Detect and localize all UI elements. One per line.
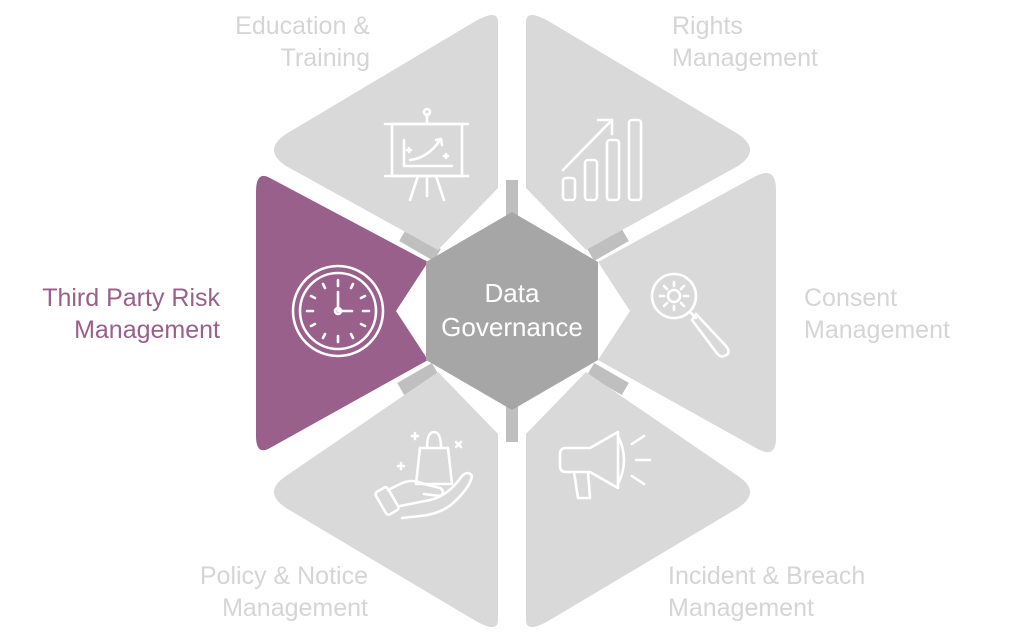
magnifier-gear-icon xyxy=(650,272,730,358)
label-line1: Rights xyxy=(672,12,743,40)
label-policy-notice-management: Policy & Notice Management xyxy=(200,560,368,624)
label-third-party-risk-management: Third Party Risk Management xyxy=(42,282,220,346)
hand-shopping-bag-icon xyxy=(374,430,474,520)
label-line2: Management xyxy=(804,316,950,344)
label-consent-management: Consent Management xyxy=(804,282,950,346)
label-education-training: Education & Training xyxy=(235,10,370,74)
center-title-line2: Governance xyxy=(441,312,583,342)
megaphone-icon xyxy=(558,430,652,500)
label-line2: Training xyxy=(280,44,370,72)
segment-incident-breach-management[interactable] xyxy=(526,372,750,627)
connector-lower-right xyxy=(587,362,629,396)
label-line1: Policy & Notice xyxy=(199,562,368,590)
label-line2: Management xyxy=(74,316,220,344)
segment-policy-notice-management[interactable] xyxy=(274,372,498,627)
label-line1: Consent xyxy=(804,284,898,312)
label-line2: Management xyxy=(222,594,368,622)
label-rights-management: Rights Management xyxy=(672,10,818,74)
center-title-line1: Data xyxy=(485,278,540,308)
presentation-board-icon xyxy=(383,107,470,202)
segment-third-party-risk-management[interactable] xyxy=(256,175,428,451)
label-line1: Education & xyxy=(235,12,370,40)
connector-upper-left xyxy=(399,228,441,262)
connector-upper-right xyxy=(587,228,629,262)
segment-rights-management[interactable] xyxy=(526,15,750,250)
label-line2: Management xyxy=(672,44,818,72)
clock-icon xyxy=(291,264,385,358)
label-incident-breach-management: Incident & Breach Management xyxy=(668,560,865,624)
label-line1: Incident & Breach xyxy=(668,562,866,590)
label-line2: Management xyxy=(668,594,814,622)
label-line1: Third Party Risk xyxy=(42,284,220,312)
bar-chart-growth-icon xyxy=(561,118,643,202)
connector-lower-left xyxy=(397,362,439,396)
center-hexagon xyxy=(426,212,598,410)
